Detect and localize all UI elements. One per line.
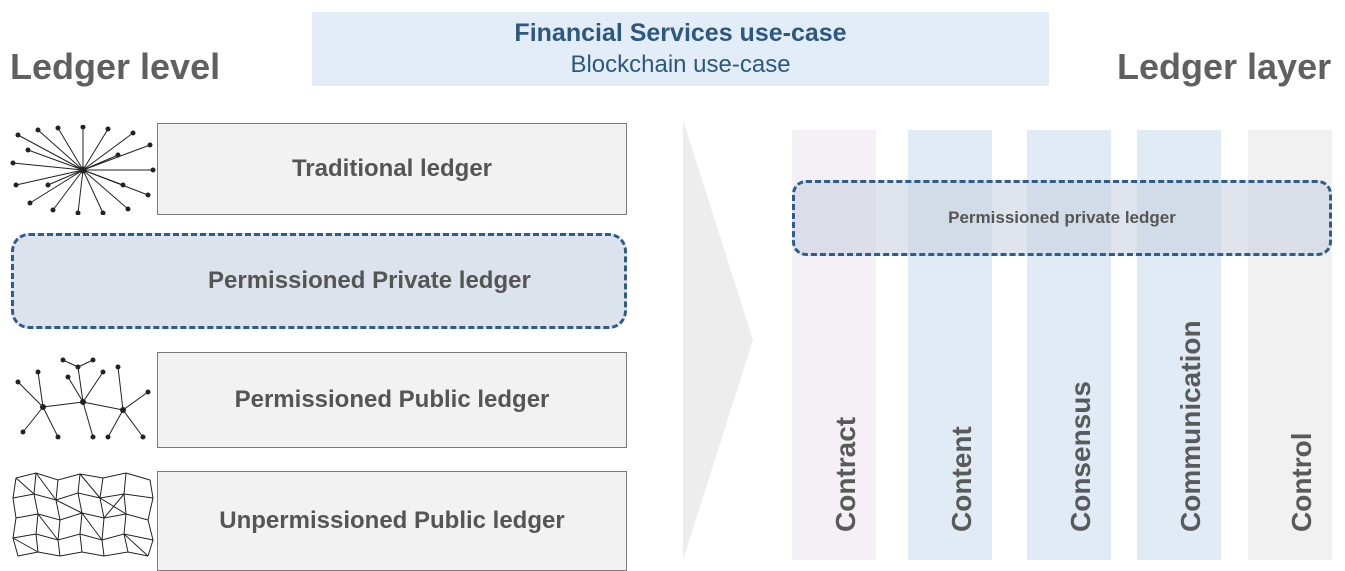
ledger-level-traditional: Traditional ledger (157, 123, 627, 215)
ledger-level-label: Traditional ledger (291, 155, 493, 182)
layer-label: Content (946, 426, 977, 532)
layer-label: Communication (1175, 320, 1206, 532)
permissioned-private-ledger-overlay: Permissioned private ledger (792, 180, 1332, 256)
arrow-shape (683, 120, 753, 560)
ledger-level-label: Permissioned Private ledger (208, 267, 531, 294)
layer-label: Consensus (1065, 381, 1096, 532)
banner-subtitle: Blockchain use-case (570, 51, 791, 78)
layer-label: Control (1286, 432, 1317, 532)
ledger-level-label: Unpermissioned Public ledger (219, 507, 565, 534)
ledger-level-label: Permissioned Public ledger (234, 386, 550, 413)
layer-label: Contract (830, 416, 861, 532)
ledger-level-unpermissioned-public: Unpermissioned Public ledger (157, 471, 627, 571)
overlay-label: Permissioned private ledger (948, 208, 1176, 227)
ledger-level-permissioned-private: Permissioned Private ledger (11, 233, 627, 329)
use-case-banner: Financial Services use-case Blockchain u… (312, 12, 1049, 86)
ledger-level-permissioned-public: Permissioned Public ledger (157, 352, 627, 448)
ledger-level-heading: Ledger level (10, 46, 221, 87)
ledger-layer-heading: Ledger layer (1117, 46, 1332, 87)
distributed-network-icon (12, 472, 154, 557)
banner-title: Financial Services use-case (514, 19, 847, 47)
centralized-network-icon (10, 125, 156, 215)
decentralized-network-icon (15, 357, 151, 440)
